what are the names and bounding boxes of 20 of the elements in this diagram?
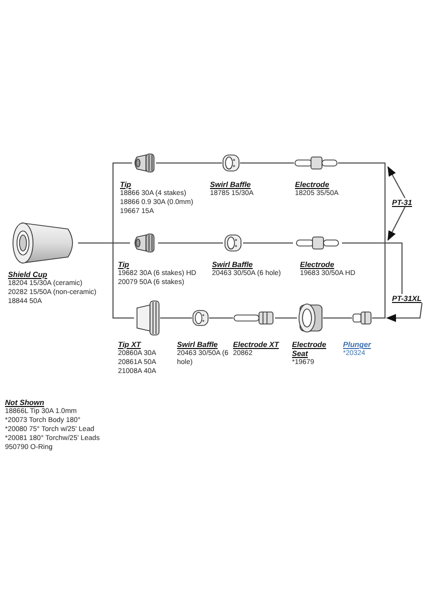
- connector-line: [342, 242, 402, 294]
- tip-drawing: [134, 300, 160, 336]
- plunger-drawing: [352, 311, 372, 325]
- connector-line: [240, 162, 294, 164]
- leader-arrow: [388, 166, 406, 198]
- swirl-baffle-drawing: [192, 309, 209, 327]
- tip-drawing: [132, 153, 156, 173]
- connector-line: [156, 162, 222, 164]
- electrode-seat-drawing: [297, 302, 323, 334]
- leader-arrow: [386, 302, 422, 322]
- connector-line: [338, 162, 386, 318]
- swirl-baffle-drawing: [222, 154, 240, 172]
- connector-line: [78, 242, 134, 318]
- connector-line: [158, 242, 224, 244]
- leader-arrow: [388, 206, 406, 241]
- swirl-baffle-drawing: [223, 234, 243, 252]
- electrode-drawing: [294, 156, 338, 170]
- connector-line: [242, 242, 294, 244]
- electrode-drawing: [233, 310, 275, 326]
- electrode-drawing: [293, 236, 342, 250]
